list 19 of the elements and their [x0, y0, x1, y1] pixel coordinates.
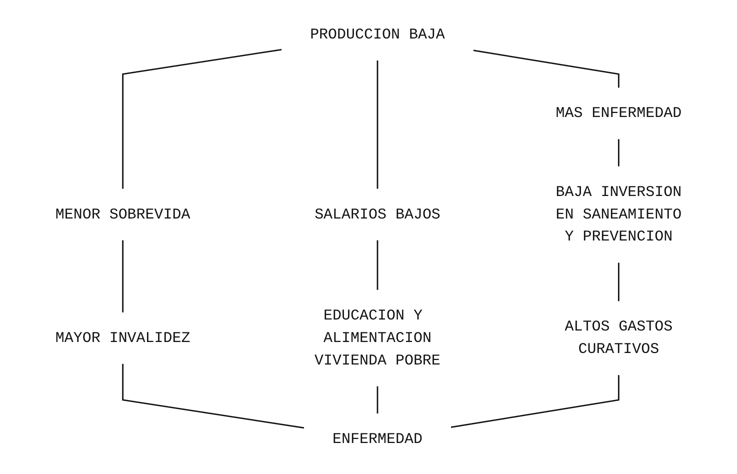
node-text: MENOR SOBREVIDA: [55, 206, 190, 223]
connector: [122, 363, 305, 429]
connector: [122, 48, 282, 190]
node-text: ENFERMEDAD: [332, 430, 422, 448]
connector: [376, 386, 378, 414]
node-text: MAS ENFERMEDAD: [556, 104, 682, 122]
node-text: PRODUCCION BAJA: [310, 26, 445, 44]
connector: [376, 240, 378, 290]
connector: [618, 262, 620, 302]
connector: [122, 240, 124, 313]
connector: [450, 374, 620, 428]
connector: [376, 60, 378, 190]
node-text: BAJA INVERSION EN SANEAMIENTO Y PREVENCION: [556, 184, 682, 246]
node-text: EDUCACION Y ALIMENTACION VIVIENDA POBRE: [314, 307, 440, 370]
connector: [472, 50, 620, 88]
node-text: ALTOS GASTOS CURATIVOS: [564, 318, 673, 358]
node-text: SALARIOS BAJOS: [314, 206, 440, 223]
node-text: MAYOR INVALIDEZ: [55, 330, 190, 347]
connector: [618, 138, 620, 167]
